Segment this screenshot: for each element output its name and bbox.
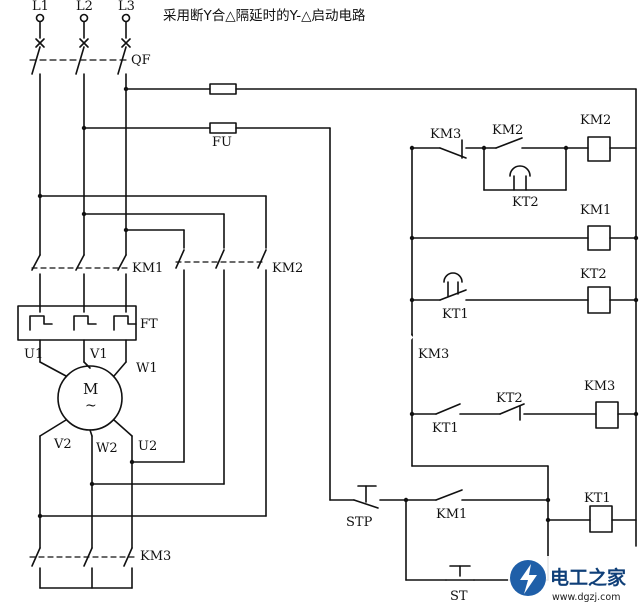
- label-motor: M: [83, 380, 98, 398]
- row-kt2-coil: [411, 272, 637, 314]
- watermark-url: www.dgzj.com: [552, 592, 620, 603]
- label-ctrl-km3: KM3: [430, 127, 461, 142]
- km3-star-contacts: [29, 547, 137, 589]
- label-km1-main: KM1: [132, 261, 163, 276]
- label-qf: QF: [131, 53, 151, 68]
- km1-main-contacts: [31, 254, 131, 313]
- label-l3: L3: [118, 0, 135, 14]
- label-coil-km2: KM2: [580, 113, 611, 128]
- label-u1: U1: [24, 347, 43, 362]
- label-fu: FU: [212, 135, 232, 150]
- label-ctrl-kt2: KT2: [512, 195, 539, 210]
- label-km2-main: KM2: [272, 261, 303, 276]
- label-coil-kt2: KT2: [580, 267, 607, 282]
- label-v1: V1: [89, 347, 108, 362]
- label-l1: L1: [32, 0, 49, 14]
- label-km3-main: KM3: [140, 549, 171, 564]
- diagram-title: 采用断Y合△隔延时的Y-△启动电路: [163, 8, 366, 24]
- breaker-qf: [29, 46, 131, 256]
- row-km3-coil: [411, 401, 637, 429]
- km2-taps: [39, 195, 267, 249]
- label-ft: FT: [140, 317, 158, 332]
- label-coil-km3: KM3: [584, 379, 615, 394]
- label-motor-ac: ~: [85, 398, 97, 414]
- km2-main-contacts: [175, 249, 267, 517]
- label-v2: V2: [53, 437, 72, 452]
- label-coil-kt1: KT1: [584, 491, 611, 506]
- label-u2: U2: [138, 439, 157, 454]
- phase-terminals: [35, 13, 131, 48]
- label-coil-km1: KM1: [580, 203, 611, 218]
- overload-ft: [17, 305, 137, 363]
- km3-rail-contact: [402, 334, 414, 346]
- label-w1: W1: [136, 361, 158, 376]
- label-ctrl-kt2-b: KT2: [496, 391, 523, 406]
- label-stop: STP: [346, 515, 373, 530]
- fuse-fu: [83, 83, 637, 501]
- label-start: ST: [450, 589, 468, 604]
- label-ctrl-km1: KM1: [436, 507, 467, 522]
- label-ctrl-km2: KM2: [492, 123, 523, 138]
- motor: [39, 361, 267, 549]
- row-km1-coil: [411, 225, 637, 251]
- label-l2: L2: [76, 0, 93, 14]
- label-ctrl-kt1-b: KT1: [432, 421, 459, 436]
- watermark-brand: 电工之家: [550, 566, 627, 589]
- watermark-logo: 电工之家 www.dgzj.com: [508, 556, 640, 604]
- row-km2-coil: [411, 136, 637, 191]
- label-ctrl-km3-b: KM3: [418, 347, 449, 362]
- label-w2: W2: [96, 441, 118, 456]
- label-ctrl-kt1: KT1: [442, 307, 469, 322]
